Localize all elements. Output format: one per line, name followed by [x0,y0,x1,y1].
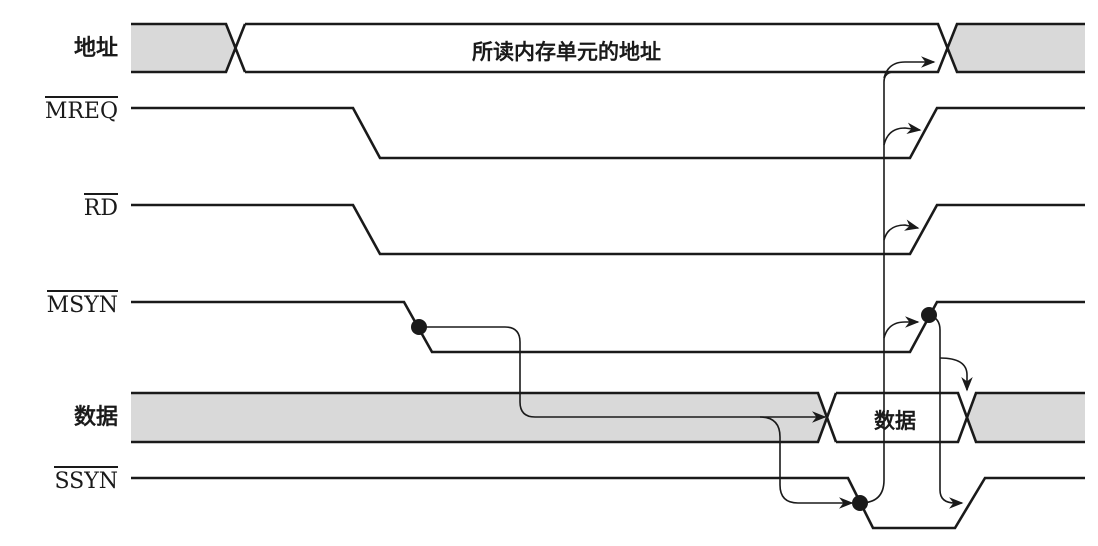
rd-waveform [131,203,1085,256]
address-bus-value: 所读内存单元的地址 [472,40,661,64]
arrow-msyn-to-data [419,326,827,423]
signal-label-ssyn: SSYN [54,466,118,493]
ssyn-waveform [131,476,1085,530]
data-bus-value: 数据 [874,409,916,433]
data-bus-waveform [131,391,1085,444]
signal-label-rd: RD [83,193,118,220]
signal-label-mreq: MREQ [44,96,118,123]
msyn-rise-dot [921,307,937,323]
arrow-to-data-end [939,357,973,392]
arrow-to-mreq [883,122,922,146]
data-invalid-region-right [967,393,1085,442]
msyn-waveform [131,300,1085,354]
arrow-data-to-ssyn [759,416,854,509]
ssyn-vertical-line [859,71,895,504]
mreq-waveform [131,106,1085,160]
signal-label-data: 数据 [73,405,118,430]
arrow-to-msyn [883,316,920,339]
address-invalid-region-right [948,24,1085,72]
msyn-fall-dot [411,319,427,335]
arrow-to-address [883,56,936,79]
signal-label-address: 地址 [73,36,118,61]
data-invalid-region-left [131,393,827,442]
ssyn-fall-dot [852,495,868,511]
signal-label-msyn: MSYN [46,290,118,317]
msyn-rise-vertical [928,314,964,509]
address-invalid-region-left [131,24,236,72]
address-bus-waveform [131,22,1085,74]
arrow-to-rd [883,219,920,241]
